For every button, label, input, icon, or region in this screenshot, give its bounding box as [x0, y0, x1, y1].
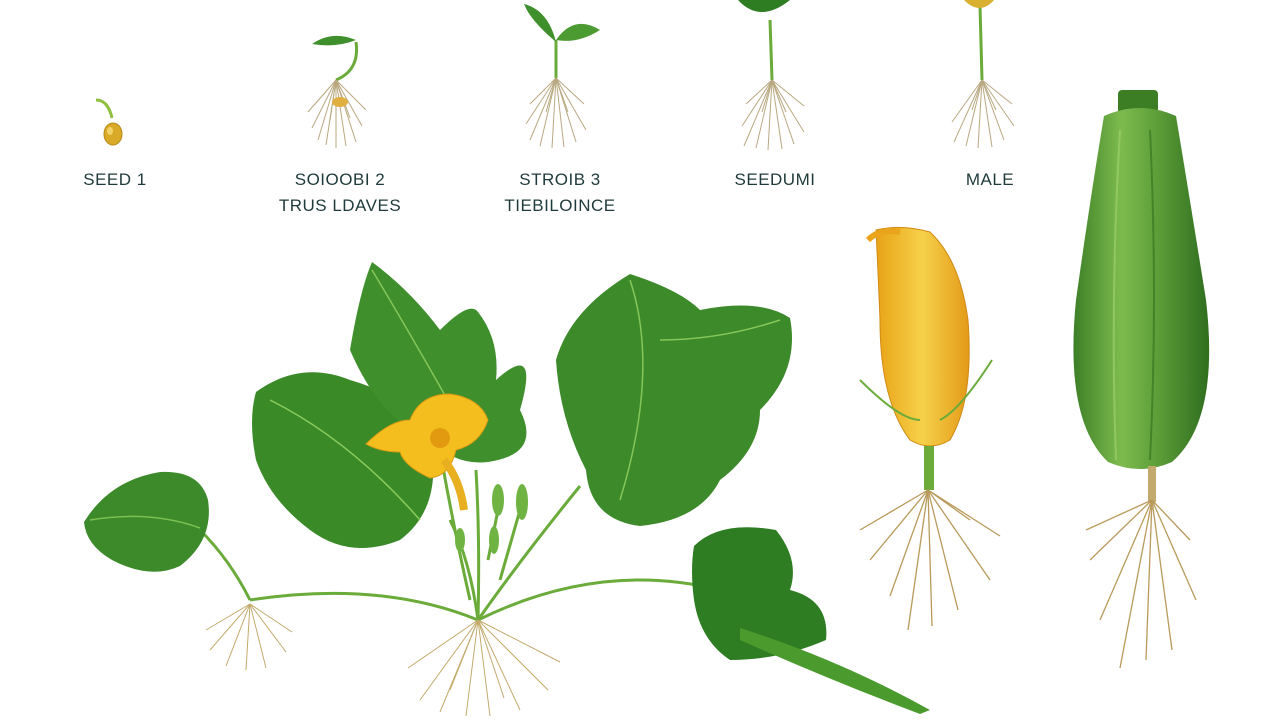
- bud-icon: [455, 484, 528, 554]
- leaf-icon: [556, 274, 792, 526]
- leaf-icon: [252, 372, 434, 548]
- flower-icon: [365, 393, 489, 511]
- sprout-icon: [307, 35, 367, 148]
- seedling-icon: [524, 4, 600, 149]
- seedling-icon: [738, 0, 805, 151]
- root-icon: [1085, 499, 1197, 669]
- root-icon: [307, 79, 367, 148]
- stage-5-label: MALE: [965, 170, 1015, 189]
- root-icon: [407, 619, 561, 717]
- root-icon: [859, 489, 1001, 631]
- seedling-icon: [951, 0, 1015, 149]
- stage-3-sublabel: TIEBILOINCE: [504, 196, 616, 215]
- seed-icon: [95, 98, 123, 146]
- male-flower-icon: [859, 226, 993, 490]
- stage-3-label: STROIB 3: [519, 170, 601, 189]
- stage-4-label: SEEDUMI: [734, 170, 816, 189]
- leaf-icon: [84, 471, 209, 572]
- leaf-icon: [692, 527, 930, 714]
- root-icon: [205, 603, 293, 671]
- stage-2-sublabel: TRUS LDAVES: [278, 196, 402, 215]
- stage-2-label: SOIOOBI 2: [294, 170, 386, 189]
- zucchini-icon: [1073, 90, 1210, 502]
- stage-1-label: SEED 1: [83, 170, 147, 189]
